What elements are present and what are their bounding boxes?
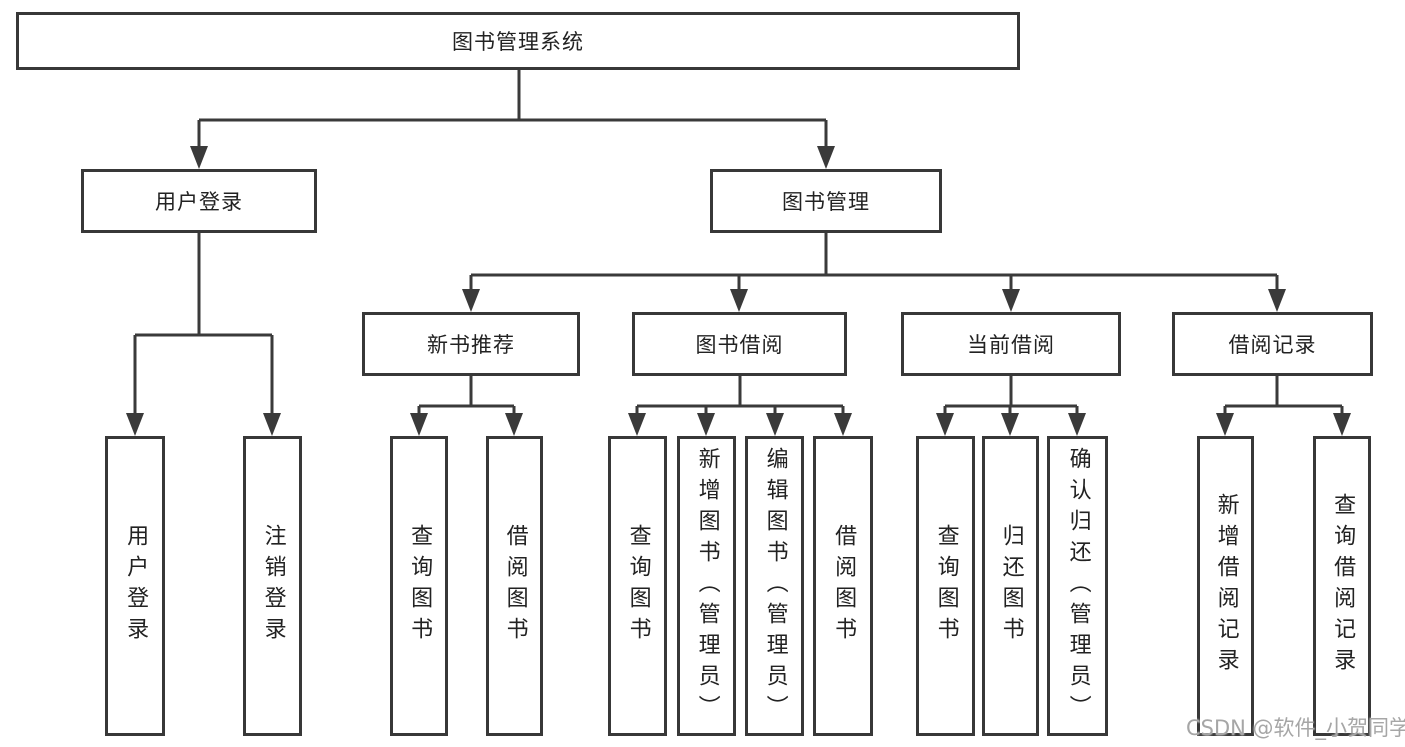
node-book-management: 图书管理: [710, 169, 942, 233]
node-user-login-label: 用户登录: [155, 190, 243, 214]
arrow-to-current-return: [1001, 413, 1019, 436]
arrow-to-records-add: [1216, 413, 1234, 436]
node-current-borrowing-label: 当前借阅: [967, 333, 1055, 357]
leaf-borrowing-borrow-books-label: 借阅图书: [831, 524, 857, 648]
leaf-current-confirm-return-label: 确认归还（管理员）: [1065, 446, 1091, 726]
leaf-records-query-record-label: 查询借阅记录: [1330, 493, 1356, 679]
arrow-to-recommend-query: [410, 413, 428, 436]
leaf-borrowing-edit-books: 编辑图书（管理员）: [745, 436, 804, 736]
arrow-to-leaf-user-login: [126, 413, 144, 436]
node-user-login: 用户登录: [81, 169, 317, 233]
leaf-current-query-books-label: 查询图书: [933, 524, 959, 648]
connector-root-to-level2: [197, 70, 828, 147]
connector-user-login-children: [133, 233, 274, 414]
leaf-recommend-query-books: 查询图书: [390, 436, 448, 736]
leaf-borrowing-add-books-label: 新增图书（管理员）: [694, 446, 720, 726]
leaf-recommend-query-books-label: 查询图书: [407, 524, 433, 648]
leaf-recommend-borrow-books: 借阅图书: [486, 436, 543, 736]
leaf-records-add-record-label: 新增借阅记录: [1213, 493, 1239, 679]
connector-recommendation-children: [417, 376, 516, 414]
leaf-borrowing-borrow-books: 借阅图书: [813, 436, 873, 736]
connector-current-children: [943, 376, 1079, 414]
arrow-to-records-query: [1333, 413, 1351, 436]
leaf-user-login: 用户登录: [105, 436, 165, 736]
leaf-current-return-books-label: 归还图书: [998, 524, 1024, 648]
node-current-borrowing: 当前借阅: [901, 312, 1121, 376]
leaf-records-query-record: 查询借阅记录: [1313, 436, 1371, 736]
arrow-to-book-management: [817, 146, 835, 169]
connector-borrowing-children: [635, 376, 845, 414]
leaf-records-add-record: 新增借阅记录: [1197, 436, 1254, 736]
leaf-recommend-borrow-books-label: 借阅图书: [502, 524, 528, 648]
arrow-to-borrowing-records: [1268, 289, 1286, 312]
node-new-book-recommendation-label: 新书推荐: [427, 333, 515, 357]
leaf-current-confirm-return: 确认归还（管理员）: [1047, 436, 1108, 736]
node-borrowing-records: 借阅记录: [1172, 312, 1373, 376]
arrow-to-current-query: [936, 413, 954, 436]
leaf-borrowing-edit-books-label: 编辑图书（管理员）: [762, 446, 788, 726]
arrow-to-book-borrowing: [730, 289, 748, 312]
node-book-borrowing-label: 图书借阅: [695, 333, 784, 357]
leaf-logout-label: 注销登录: [260, 524, 286, 648]
node-book-management-label: 图书管理: [782, 190, 870, 214]
arrow-to-new-book-recommendation: [462, 289, 480, 312]
arrow-to-borrowing-add: [697, 413, 715, 436]
arrow-to-recommend-borrow: [505, 413, 523, 436]
arrow-to-current-borrowing: [1002, 289, 1020, 312]
node-root-label: 图书管理系统: [452, 30, 584, 54]
node-book-borrowing: 图书借阅: [632, 312, 847, 376]
csdn-watermark: CSDN @软件_小贺同学: [1186, 716, 1405, 740]
node-borrowing-records-label: 借阅记录: [1228, 333, 1317, 357]
arrow-to-borrowing-edit: [766, 413, 784, 436]
node-root: 图书管理系统: [16, 12, 1020, 70]
connector-book-management-children: [469, 233, 1279, 290]
arrow-to-user-login: [190, 146, 208, 169]
node-new-book-recommendation: 新书推荐: [362, 312, 580, 376]
leaf-user-login-label: 用户登录: [123, 524, 149, 648]
arrow-to-leaf-logout: [263, 413, 281, 436]
leaf-logout: 注销登录: [243, 436, 302, 736]
leaf-current-query-books: 查询图书: [916, 436, 975, 736]
arrow-to-current-confirm: [1068, 413, 1086, 436]
arrow-to-borrowing-borrow: [834, 413, 852, 436]
leaf-borrowing-query-books: 查询图书: [608, 436, 667, 736]
leaf-borrowing-add-books: 新增图书（管理员）: [677, 436, 736, 736]
leaf-current-return-books: 归还图书: [982, 436, 1039, 736]
connector-records-children: [1223, 376, 1344, 414]
arrow-to-borrowing-query: [628, 413, 646, 436]
leaf-borrowing-query-books-label: 查询图书: [625, 524, 651, 648]
